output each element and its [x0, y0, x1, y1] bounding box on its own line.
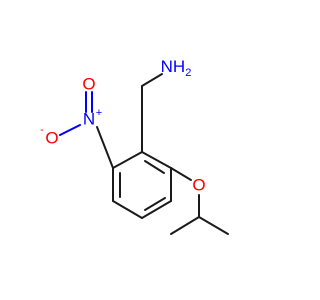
- bond-ch2-nh2: [141, 73, 163, 87]
- atom-nitro-o-minus-label: O: [45, 128, 58, 147]
- bond-ring-ether-o: [170, 167, 192, 181]
- ring-bond-c1-c6b: [141, 151, 172, 169]
- atom-nitro-o-charge: -: [40, 124, 44, 136]
- ring-double-bond-inner-2: [144, 197, 166, 211]
- ring-double-bond-inner-3: [144, 160, 165, 174]
- ring-bond-c5-c6: [141, 200, 172, 219]
- ring-bond-c4-c5: [112, 200, 143, 219]
- molecule-diagram: NH2 N + O O - O: [40, 57, 229, 235]
- bond-ring-nitro: [96, 126, 114, 169]
- bond-ch-methyl-right: [198, 216, 229, 235]
- bond-ch-methyl-left: [170, 216, 200, 235]
- atom-ether-o-label: O: [192, 175, 205, 194]
- atom-nh2-label: NH2: [161, 57, 192, 78]
- atom-nitro-n-label: N: [83, 109, 95, 128]
- ring-bond-c2-c3: [112, 151, 143, 169]
- atom-nitro-n-charge: +: [96, 107, 102, 119]
- bond-nitro-o-single: [59, 124, 81, 136]
- structure-canvas: NH2 N + O O - O: [40, 57, 229, 235]
- atom-nitro-o-top-label: O: [82, 74, 95, 93]
